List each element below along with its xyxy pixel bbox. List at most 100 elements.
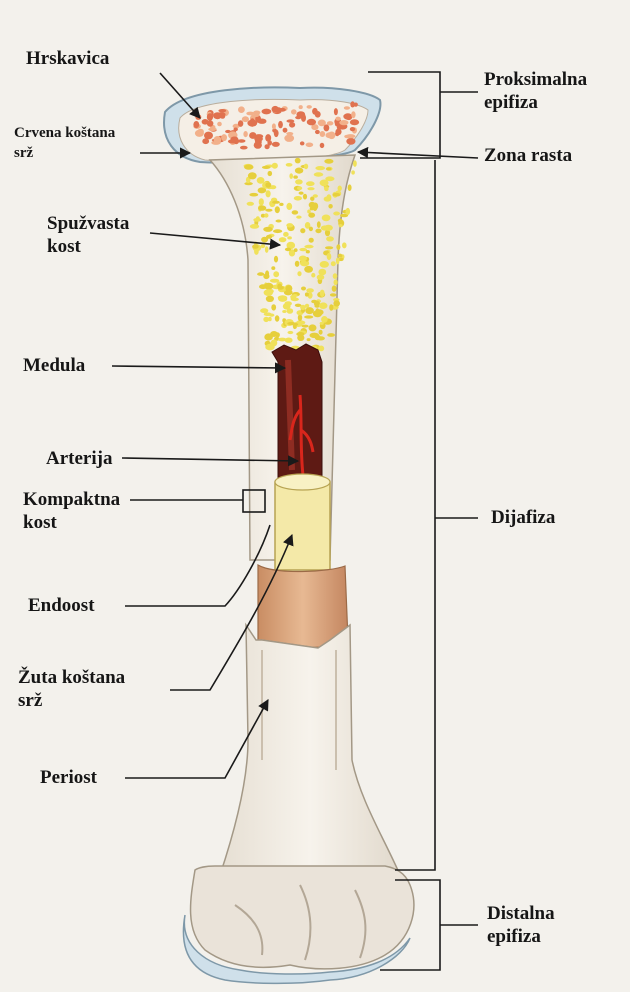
spongy-bone-blob <box>309 227 313 232</box>
spongy-bone-blob <box>266 190 271 197</box>
spongy-bone-blob <box>299 256 307 262</box>
spongy-bone-blob <box>273 229 282 233</box>
spongy-bone-blob <box>268 317 272 321</box>
spongy-bone-blob <box>315 166 325 170</box>
label-proksimalna-epifiza: Proksimalna epifiza <box>484 68 587 114</box>
red-marrow-dot <box>204 132 213 140</box>
spongy-bone-blob <box>320 290 325 297</box>
distal-epiphysis <box>191 866 414 969</box>
spongy-bone-blob <box>294 248 298 252</box>
spongy-bone-blob <box>248 172 257 179</box>
spongy-bone-blob <box>253 218 261 222</box>
spongy-bone-blob <box>247 202 254 206</box>
spongy-bone-blob <box>346 208 351 215</box>
red-marrow-dot <box>350 127 355 131</box>
red-marrow-dot <box>306 143 314 148</box>
red-marrow-dot <box>272 142 280 147</box>
leader-endoost <box>125 525 270 606</box>
red-marrow-dot <box>307 105 312 109</box>
red-marrow-dot <box>291 109 297 114</box>
red-marrow-dot <box>246 112 254 116</box>
spongy-bone-blob <box>320 261 329 268</box>
red-marrow-dot <box>217 122 222 127</box>
red-marrow-dot <box>278 121 283 128</box>
spongy-bone-blob <box>326 194 331 201</box>
spongy-bone-blob <box>309 238 314 243</box>
spongy-bone-blob <box>317 221 321 228</box>
red-marrow-dot <box>267 140 272 145</box>
spongy-bone-blob <box>263 274 269 280</box>
spongy-bone-blob <box>327 253 332 260</box>
spongy-bone-blob <box>333 273 338 279</box>
red-marrow-dot <box>284 135 294 142</box>
spongy-bone-blob <box>275 206 280 213</box>
spongy-bone-blob <box>264 213 268 217</box>
red-marrow-dot <box>346 134 356 138</box>
red-marrow-dot <box>283 128 288 133</box>
spongy-bone-blob <box>315 229 321 234</box>
red-marrow-dot <box>240 146 248 150</box>
spongy-bone-blob <box>303 194 307 200</box>
spongy-bone-blob <box>258 205 266 210</box>
spongy-bone-blob <box>278 338 286 342</box>
spongy-bone-blob <box>254 248 259 255</box>
spongy-bone-blob <box>274 256 278 263</box>
red-marrow-dot <box>214 136 222 144</box>
spongy-bone-blob <box>333 193 341 197</box>
spongy-bone-blob <box>305 307 314 314</box>
spongy-bone-blob <box>264 312 272 316</box>
spongy-bone-blob <box>272 201 280 204</box>
spongy-bone-blob <box>353 160 357 167</box>
spongy-bone-blob <box>333 212 340 216</box>
compact-bone-top <box>275 474 330 490</box>
red-marrow-dot <box>208 128 217 131</box>
spongy-bone-blob <box>257 177 265 184</box>
red-marrow-dot <box>334 108 338 115</box>
spongy-bone-blob <box>244 165 253 170</box>
red-marrow-dot <box>296 111 305 118</box>
red-marrow-dot <box>351 111 355 118</box>
red-marrow-dot <box>213 112 222 119</box>
spongy-bone-blob <box>332 285 337 291</box>
spongy-bone-blob <box>286 203 292 210</box>
spongy-bone-blob <box>304 245 313 249</box>
spongy-bone-blob <box>336 244 340 250</box>
spongy-bone-blob <box>296 332 304 336</box>
red-marrow-dot <box>272 106 279 113</box>
red-marrow-dot <box>315 111 321 118</box>
spongy-bone-blob <box>318 269 326 276</box>
spongy-bone-blob <box>348 184 352 191</box>
spongy-bone-blob <box>301 287 306 291</box>
spongy-bone-blob <box>252 244 259 248</box>
spongy-bone-blob <box>283 232 289 237</box>
red-marrow-dot <box>221 134 227 141</box>
spongy-bone-blob <box>351 170 355 174</box>
red-marrow-dot <box>320 143 325 148</box>
red-marrow-dot <box>344 106 350 109</box>
spongy-bone-blob <box>326 167 331 170</box>
spongy-bone-blob <box>268 171 273 176</box>
red-marrow-dot <box>307 119 316 126</box>
spongy-bone-blob <box>305 292 309 296</box>
spongy-bone-blob <box>279 203 283 206</box>
label-endoost: Endoost <box>28 594 95 617</box>
spongy-bone-blob <box>295 261 300 267</box>
spongy-bone-blob <box>324 225 333 231</box>
spongy-bone-blob <box>299 321 306 325</box>
spongy-bone-blob <box>259 198 264 205</box>
spongy-bone-blob <box>275 315 280 321</box>
spongy-bone-blob <box>300 305 306 310</box>
spongy-bone-blob <box>285 248 291 252</box>
spongy-bone-blob <box>250 224 259 229</box>
red-marrow-dot <box>231 137 239 142</box>
red-marrow-dot <box>299 105 303 109</box>
red-marrow-dot <box>197 129 204 135</box>
red-marrow-dot <box>218 109 226 112</box>
red-marrow-dot <box>300 141 305 145</box>
red-marrow-dot <box>324 124 330 131</box>
red-marrow-dot <box>279 108 286 112</box>
spongy-bone-blob <box>327 333 335 337</box>
spongy-bone-blob <box>309 202 316 208</box>
red-marrow-dot <box>326 132 334 138</box>
